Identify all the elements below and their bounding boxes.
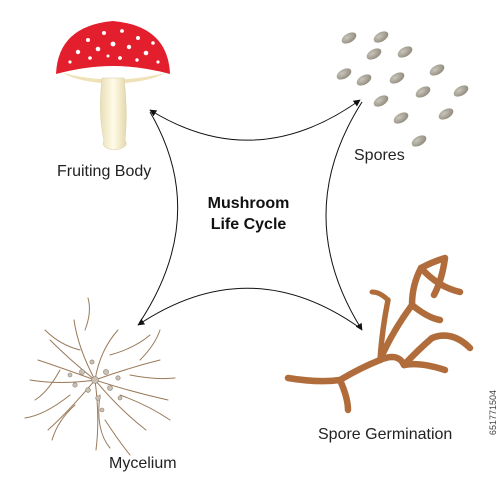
arrow-fruiting-to-spores bbox=[149, 99, 361, 141]
arrow-germination-to-mycelium bbox=[137, 287, 361, 329]
diagram-title: Mushroom Life Cycle bbox=[196, 193, 301, 235]
mycelium-illustration bbox=[24, 297, 176, 456]
spores-illustration bbox=[336, 31, 469, 147]
title-line-1: Mushroom bbox=[207, 195, 290, 212]
mushroom-stem bbox=[100, 77, 127, 151]
arrow-mycelium-to-fruiting bbox=[139, 111, 179, 323]
mycelium-nodes bbox=[67, 359, 123, 413]
mushroom-cap bbox=[56, 21, 170, 74]
label-mycelium: Mycelium bbox=[109, 455, 177, 472]
title-line-2: Life Cycle bbox=[210, 216, 287, 233]
cycle-arrows bbox=[137, 99, 363, 331]
label-spores: Spores bbox=[354, 147, 405, 164]
mushroom-gills bbox=[63, 73, 165, 84]
germination-illustration bbox=[284, 254, 474, 414]
mushroom-illustration bbox=[56, 21, 170, 151]
stock-id-text: 651771504 bbox=[488, 390, 498, 436]
label-spore-germination: Spore Germination bbox=[318, 426, 453, 443]
label-fruiting-body: Fruiting Body bbox=[57, 163, 152, 180]
arrow-spores-to-germination bbox=[325, 101, 363, 331]
cap-spots bbox=[68, 29, 160, 64]
